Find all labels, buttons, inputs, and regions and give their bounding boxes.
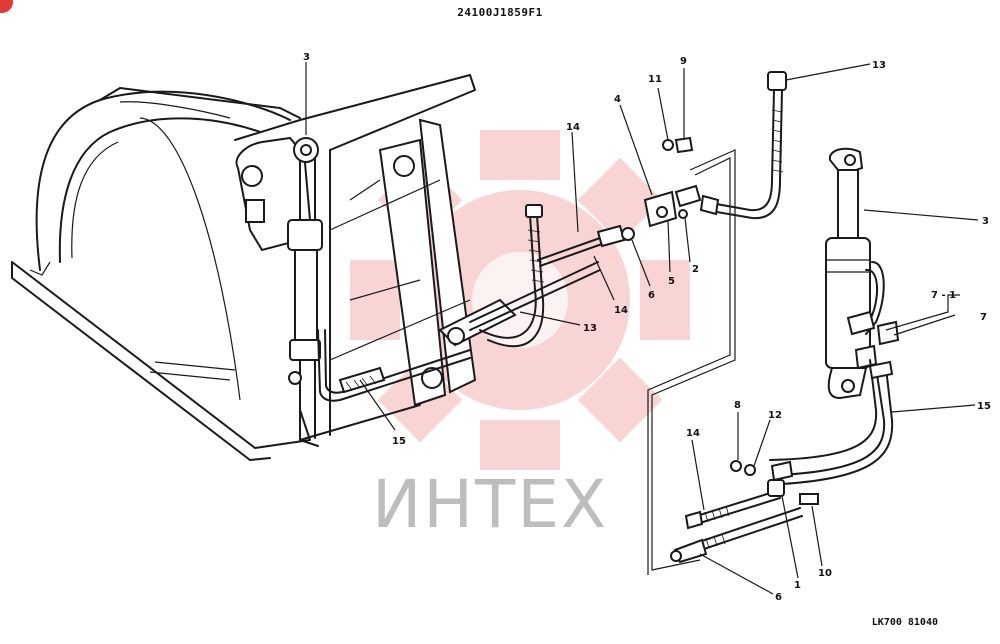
callout-9: 9 [680, 56, 687, 67]
callout-15-right: 15 [977, 401, 991, 412]
hose-lines-left [317, 204, 635, 402]
callout-6-lower: 6 [775, 592, 782, 603]
callout-12: 12 [768, 410, 782, 421]
tilt-cylinder [769, 147, 900, 485]
callout-5: 5 [668, 276, 675, 287]
callout-3-left: 3 [303, 52, 310, 63]
valve-block [643, 71, 787, 228]
drawing-code: LK700 81040 [871, 617, 938, 628]
callout-13-right: 13 [872, 60, 886, 71]
callout-7: 7 [980, 312, 987, 323]
callout-labels: 3 14 13 15 4 11 9 6 5 2 14 13 3 7 - 1 7 … [303, 52, 991, 603]
callout-11: 11 [648, 74, 662, 85]
callout-15-left: 15 [392, 436, 406, 447]
callout-8: 8 [734, 400, 741, 411]
watermark-text: ИНТЕХ [372, 466, 609, 543]
callout-14-upper: 14 [566, 122, 580, 133]
callout-7-1: 7 - 1 [931, 290, 956, 301]
section-boundary [647, 149, 736, 575]
callout-14-lower: 14 [686, 428, 700, 439]
corner-mark [0, 0, 13, 13]
callout-3-right: 3 [982, 216, 989, 227]
hose-lines-lower [670, 460, 819, 564]
callout-2: 2 [692, 264, 699, 275]
leader-lines [305, 62, 979, 595]
part-number: 24100J1859F1 [457, 6, 543, 19]
callout-14-mid: 14 [614, 305, 628, 316]
callout-6-upper: 6 [648, 290, 655, 301]
bucket-assembly [11, 74, 477, 461]
callout-13-left: 13 [583, 323, 597, 334]
callout-1: 1 [794, 580, 801, 591]
callout-4: 4 [614, 94, 621, 105]
callout-10: 10 [818, 568, 832, 579]
